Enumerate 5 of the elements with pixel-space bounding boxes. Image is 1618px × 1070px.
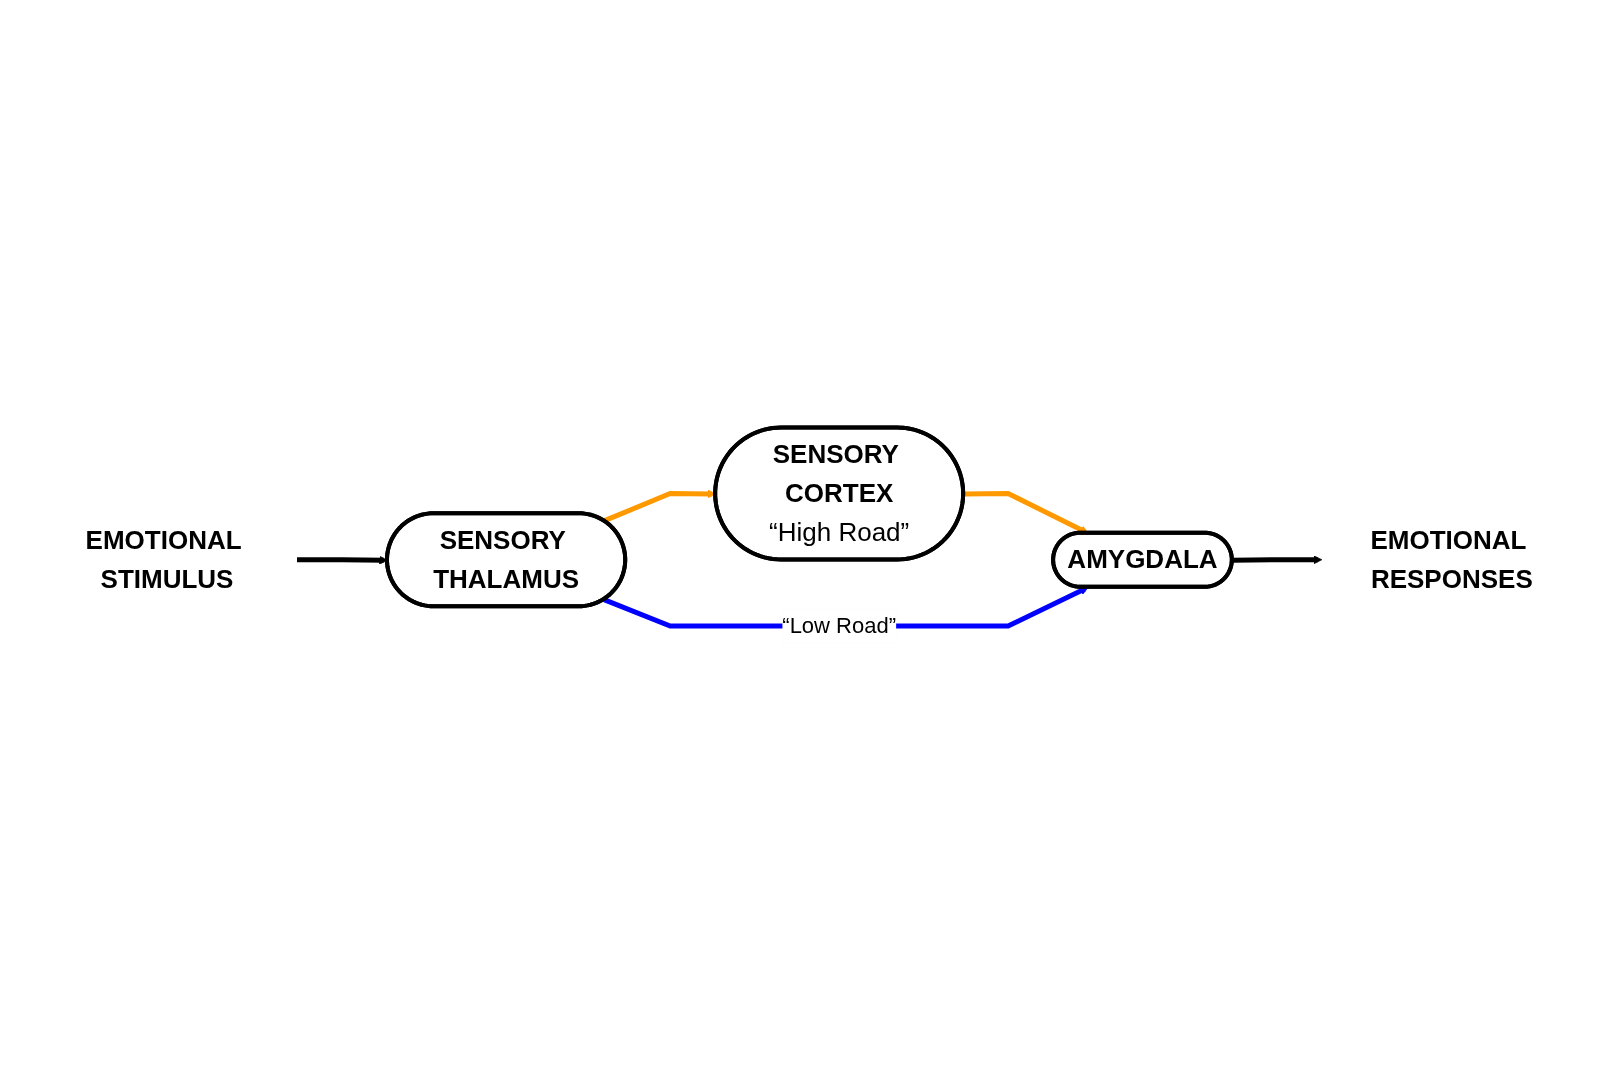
arrow bbox=[1231, 555, 1322, 565]
arrow bbox=[963, 491, 1089, 534]
node-text: EMOTIONAL RESPONSES bbox=[1370, 524, 1533, 594]
node-text: EMOTIONAL STIMULUS bbox=[85, 524, 241, 594]
edge-label: “Low Road” bbox=[781, 613, 896, 639]
